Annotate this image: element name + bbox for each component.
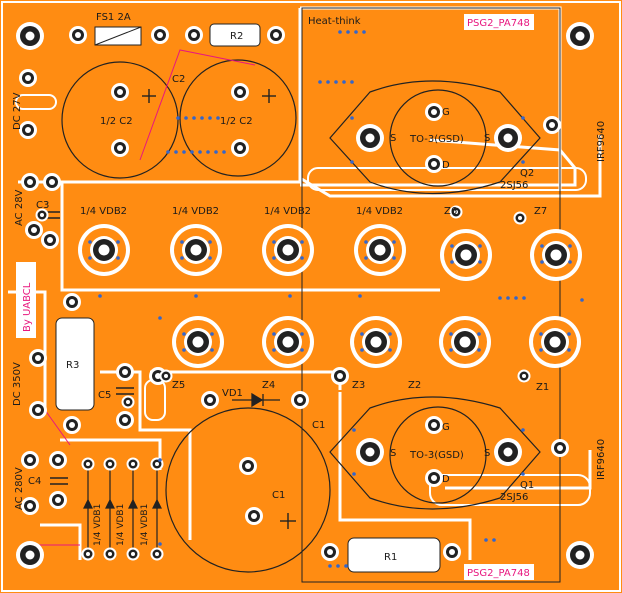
label-c4: C4 (28, 476, 41, 487)
label-q1: Q1 (520, 480, 534, 491)
label-r1: R1 (384, 552, 397, 563)
label-ac280: AC 280V (14, 467, 25, 510)
label-to3-a: TO-3(GSD) (409, 134, 464, 145)
label-d-top: D (442, 160, 450, 171)
label-psg-top: PSG2_PA748 (467, 18, 530, 29)
label-irf-bottom: IRF9640 (596, 439, 607, 480)
label-c3: C3 (36, 200, 49, 211)
fuse-fs1 (94, 26, 142, 46)
capacitor-c2 (61, 59, 297, 179)
label-vdb1-b: 1/4 VDB1 (116, 504, 126, 546)
label-vdb-d: 1/4 VDB2 (356, 206, 403, 217)
label-c1: C1 (312, 420, 325, 431)
label-g-bottom: G (442, 422, 450, 433)
label-vd1: VD1 (222, 388, 243, 399)
label-z2: Z2 (408, 380, 421, 391)
label-dc27: DC 27V (12, 92, 23, 130)
diode-vd1 (232, 392, 280, 408)
label-c5: C5 (98, 390, 111, 401)
label-vdb-c: 1/4 VDB2 (264, 206, 311, 217)
label-q2-part: 2SJ56 (500, 180, 528, 191)
label-c2-half-a: 1/2 C2 (100, 116, 133, 127)
label-r3: R3 (66, 360, 79, 371)
label-dc350: DC 350V (12, 362, 23, 406)
resistor-r1 (347, 537, 441, 573)
capacitor-c2-plus (142, 89, 276, 103)
label-z4: Z4 (262, 380, 275, 391)
label-g-top: G (442, 107, 450, 118)
resistor-r3 (55, 317, 95, 411)
label-ac28: AC 28V (14, 189, 25, 226)
label-to3-b: TO-3(GSD) (409, 450, 464, 461)
label-s-bottom-right: S (484, 448, 490, 459)
heatsink-outline (301, 7, 561, 583)
label-psg-bottom: PSG2_PA748 (467, 568, 530, 579)
label-q2: Q2 (520, 168, 534, 179)
label-c2-half-b: 1/2 C2 (220, 116, 253, 127)
label-vdb1-a: 1/4 VDB1 (93, 504, 103, 546)
label-vdb1-c: 1/4 VDB1 (140, 504, 150, 546)
label-z5: Z5 (172, 380, 185, 391)
mosfet-q1-outline (329, 396, 541, 510)
label-irf-top: IRF9640 (596, 121, 607, 162)
vias (88, 26, 584, 568)
label-s-top-left: S (390, 133, 396, 144)
label-fs1: FS1 2A (96, 12, 131, 23)
label-z3: Z3 (352, 380, 365, 391)
trace-channels (15, 94, 591, 506)
label-z6: Z6 (444, 206, 457, 217)
label-c1-inner: C1 (272, 490, 285, 501)
diode-vdb1 (83, 470, 162, 550)
label-heatthink: Heat-think (308, 16, 361, 27)
label-r2: R2 (230, 31, 243, 42)
author-box (16, 262, 36, 338)
mosfet-q2-outline (329, 80, 541, 195)
label-vdb-a: 1/4 VDB2 (80, 206, 127, 217)
psg-top-box (464, 14, 534, 30)
label-vdb-b: 1/4 VDB2 (172, 206, 219, 217)
label-s-top-right: S (484, 133, 490, 144)
label-z7: Z7 (534, 206, 547, 217)
label-by: By UABCL (22, 282, 33, 332)
label-s-bottom-left: S (390, 448, 396, 459)
label-d-bottom: D (442, 474, 450, 485)
psg-bottom-box (464, 564, 534, 580)
label-z1: Z1 (536, 382, 549, 393)
resistor-r2 (209, 23, 261, 47)
label-q1-part: 2SJ56 (500, 492, 528, 503)
capacitor-c1 (165, 407, 331, 573)
label-c2: C2 (172, 74, 185, 85)
